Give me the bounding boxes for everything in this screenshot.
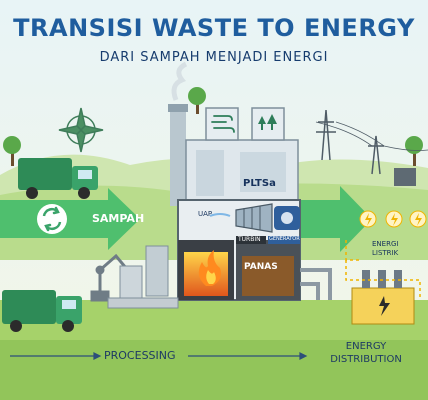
timeline (10, 352, 308, 360)
chimney (168, 61, 188, 206)
ground-lower (0, 340, 428, 400)
generator-label: GENERATOR (269, 236, 300, 242)
flow-arrow-left (0, 188, 140, 250)
compass-icon (58, 107, 104, 153)
electricity-label-line2: LISTRIK (372, 249, 399, 257)
dashed-connectors (345, 240, 421, 300)
plant-label: PLTSa (243, 178, 276, 189)
page-title: TRANSISI WASTE TO ENERGY (13, 14, 415, 42)
stage-energy-line1: ENERGY (345, 341, 387, 352)
lightning-icons (359, 210, 427, 228)
recycle-icon (42, 206, 62, 232)
stage-energy-line2: DISTRIBUTION (330, 354, 402, 365)
stage-processing: PROCESSING (104, 349, 176, 362)
flow-arrow-right (300, 186, 372, 252)
heat-label: PANAS (244, 262, 278, 272)
generator-icon (274, 206, 300, 230)
steam-label: UAP (198, 210, 213, 218)
substation (351, 270, 415, 325)
tree-icon (258, 114, 277, 130)
page-subtitle: DARI SAMPAH MENJADI ENERGI (99, 50, 329, 65)
trees (3, 87, 423, 166)
flow-arrow-label: SAMPAH (92, 212, 145, 225)
power-plant-building (185, 107, 299, 207)
steam-flow (209, 213, 231, 217)
wind-icon (211, 115, 235, 133)
garbage-truck-top (18, 158, 98, 199)
garbage-truck-bottom (2, 290, 82, 332)
conveyor (107, 297, 179, 309)
flame-icon (198, 250, 221, 286)
pipes (300, 268, 332, 300)
turbine-icon (235, 203, 273, 233)
turbine-label: TURBIN (238, 236, 261, 243)
transmission-towers (315, 109, 428, 175)
electricity-label-line1: ENERGI (372, 240, 399, 248)
robot-crane (90, 253, 128, 302)
storage-tanks (119, 245, 169, 299)
transformer-box-top (394, 168, 416, 186)
